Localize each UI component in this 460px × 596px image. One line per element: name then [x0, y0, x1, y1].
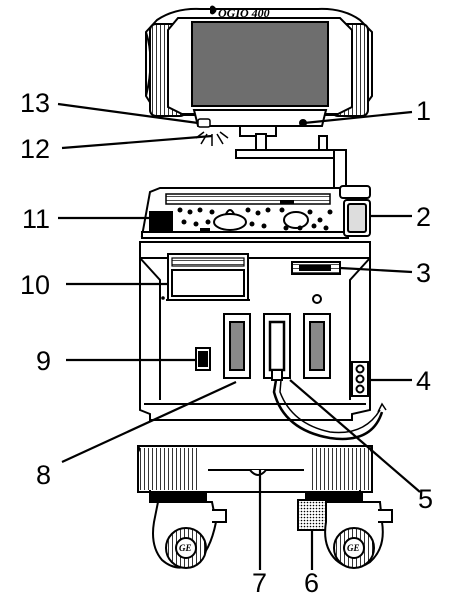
callout-3: 3	[416, 258, 431, 288]
keypad-block	[149, 211, 173, 231]
ge-logo-icon	[210, 5, 217, 15]
light-rays	[195, 131, 229, 146]
io-connector-panel	[291, 261, 341, 275]
power-switch	[195, 347, 211, 371]
probe-holder	[339, 185, 371, 237]
alphanumeric-keyboard	[165, 193, 331, 205]
caster-wheel-right	[324, 501, 393, 569]
monitor-brand-text: OGIQ 400	[218, 6, 270, 20]
monitor-arm	[235, 133, 347, 191]
leader-1	[303, 110, 413, 125]
callout-9: 9	[36, 346, 51, 376]
trackball	[213, 213, 247, 231]
leader-8	[61, 381, 237, 463]
callout-8: 8	[36, 460, 51, 490]
indicator-dot	[161, 296, 165, 300]
leader-12	[61, 134, 213, 150]
leader-3	[339, 266, 413, 274]
control-panel	[140, 187, 349, 239]
rotary-cluster	[283, 211, 309, 229]
callout-11: 11	[22, 204, 50, 234]
callout-5: 5	[418, 484, 433, 514]
callout-13: 13	[20, 88, 50, 118]
probe-cable	[268, 320, 387, 441]
callout-10: 10	[20, 270, 50, 300]
base-unit	[137, 445, 373, 503]
callout-2: 2	[416, 202, 431, 232]
callout-labels: 1 2 3 4 5 6 7 8 9 10 11 12 13	[20, 88, 433, 596]
callout-1: 1	[416, 96, 431, 126]
wheel-logo-right: GE	[347, 543, 360, 553]
leader-5	[289, 379, 421, 493]
monitor	[145, 7, 373, 137]
monitor-base	[192, 109, 328, 127]
vcr-unit	[166, 253, 250, 301]
callout-6: 6	[304, 568, 319, 596]
callout-leader-lines	[57, 102, 421, 570]
callout-4: 4	[416, 366, 431, 396]
monitor-screen	[191, 21, 329, 107]
side-connectors	[351, 361, 369, 397]
monitor-power-switch	[197, 118, 211, 128]
leader-13	[57, 102, 199, 125]
callout-7: 7	[252, 568, 267, 596]
callout-12: 12	[20, 134, 50, 164]
control-knobs	[177, 200, 333, 232]
foot-brake-pedal	[297, 499, 327, 531]
caster-wheel-left	[152, 501, 227, 569]
wheel-logo-left: GE	[179, 543, 192, 553]
